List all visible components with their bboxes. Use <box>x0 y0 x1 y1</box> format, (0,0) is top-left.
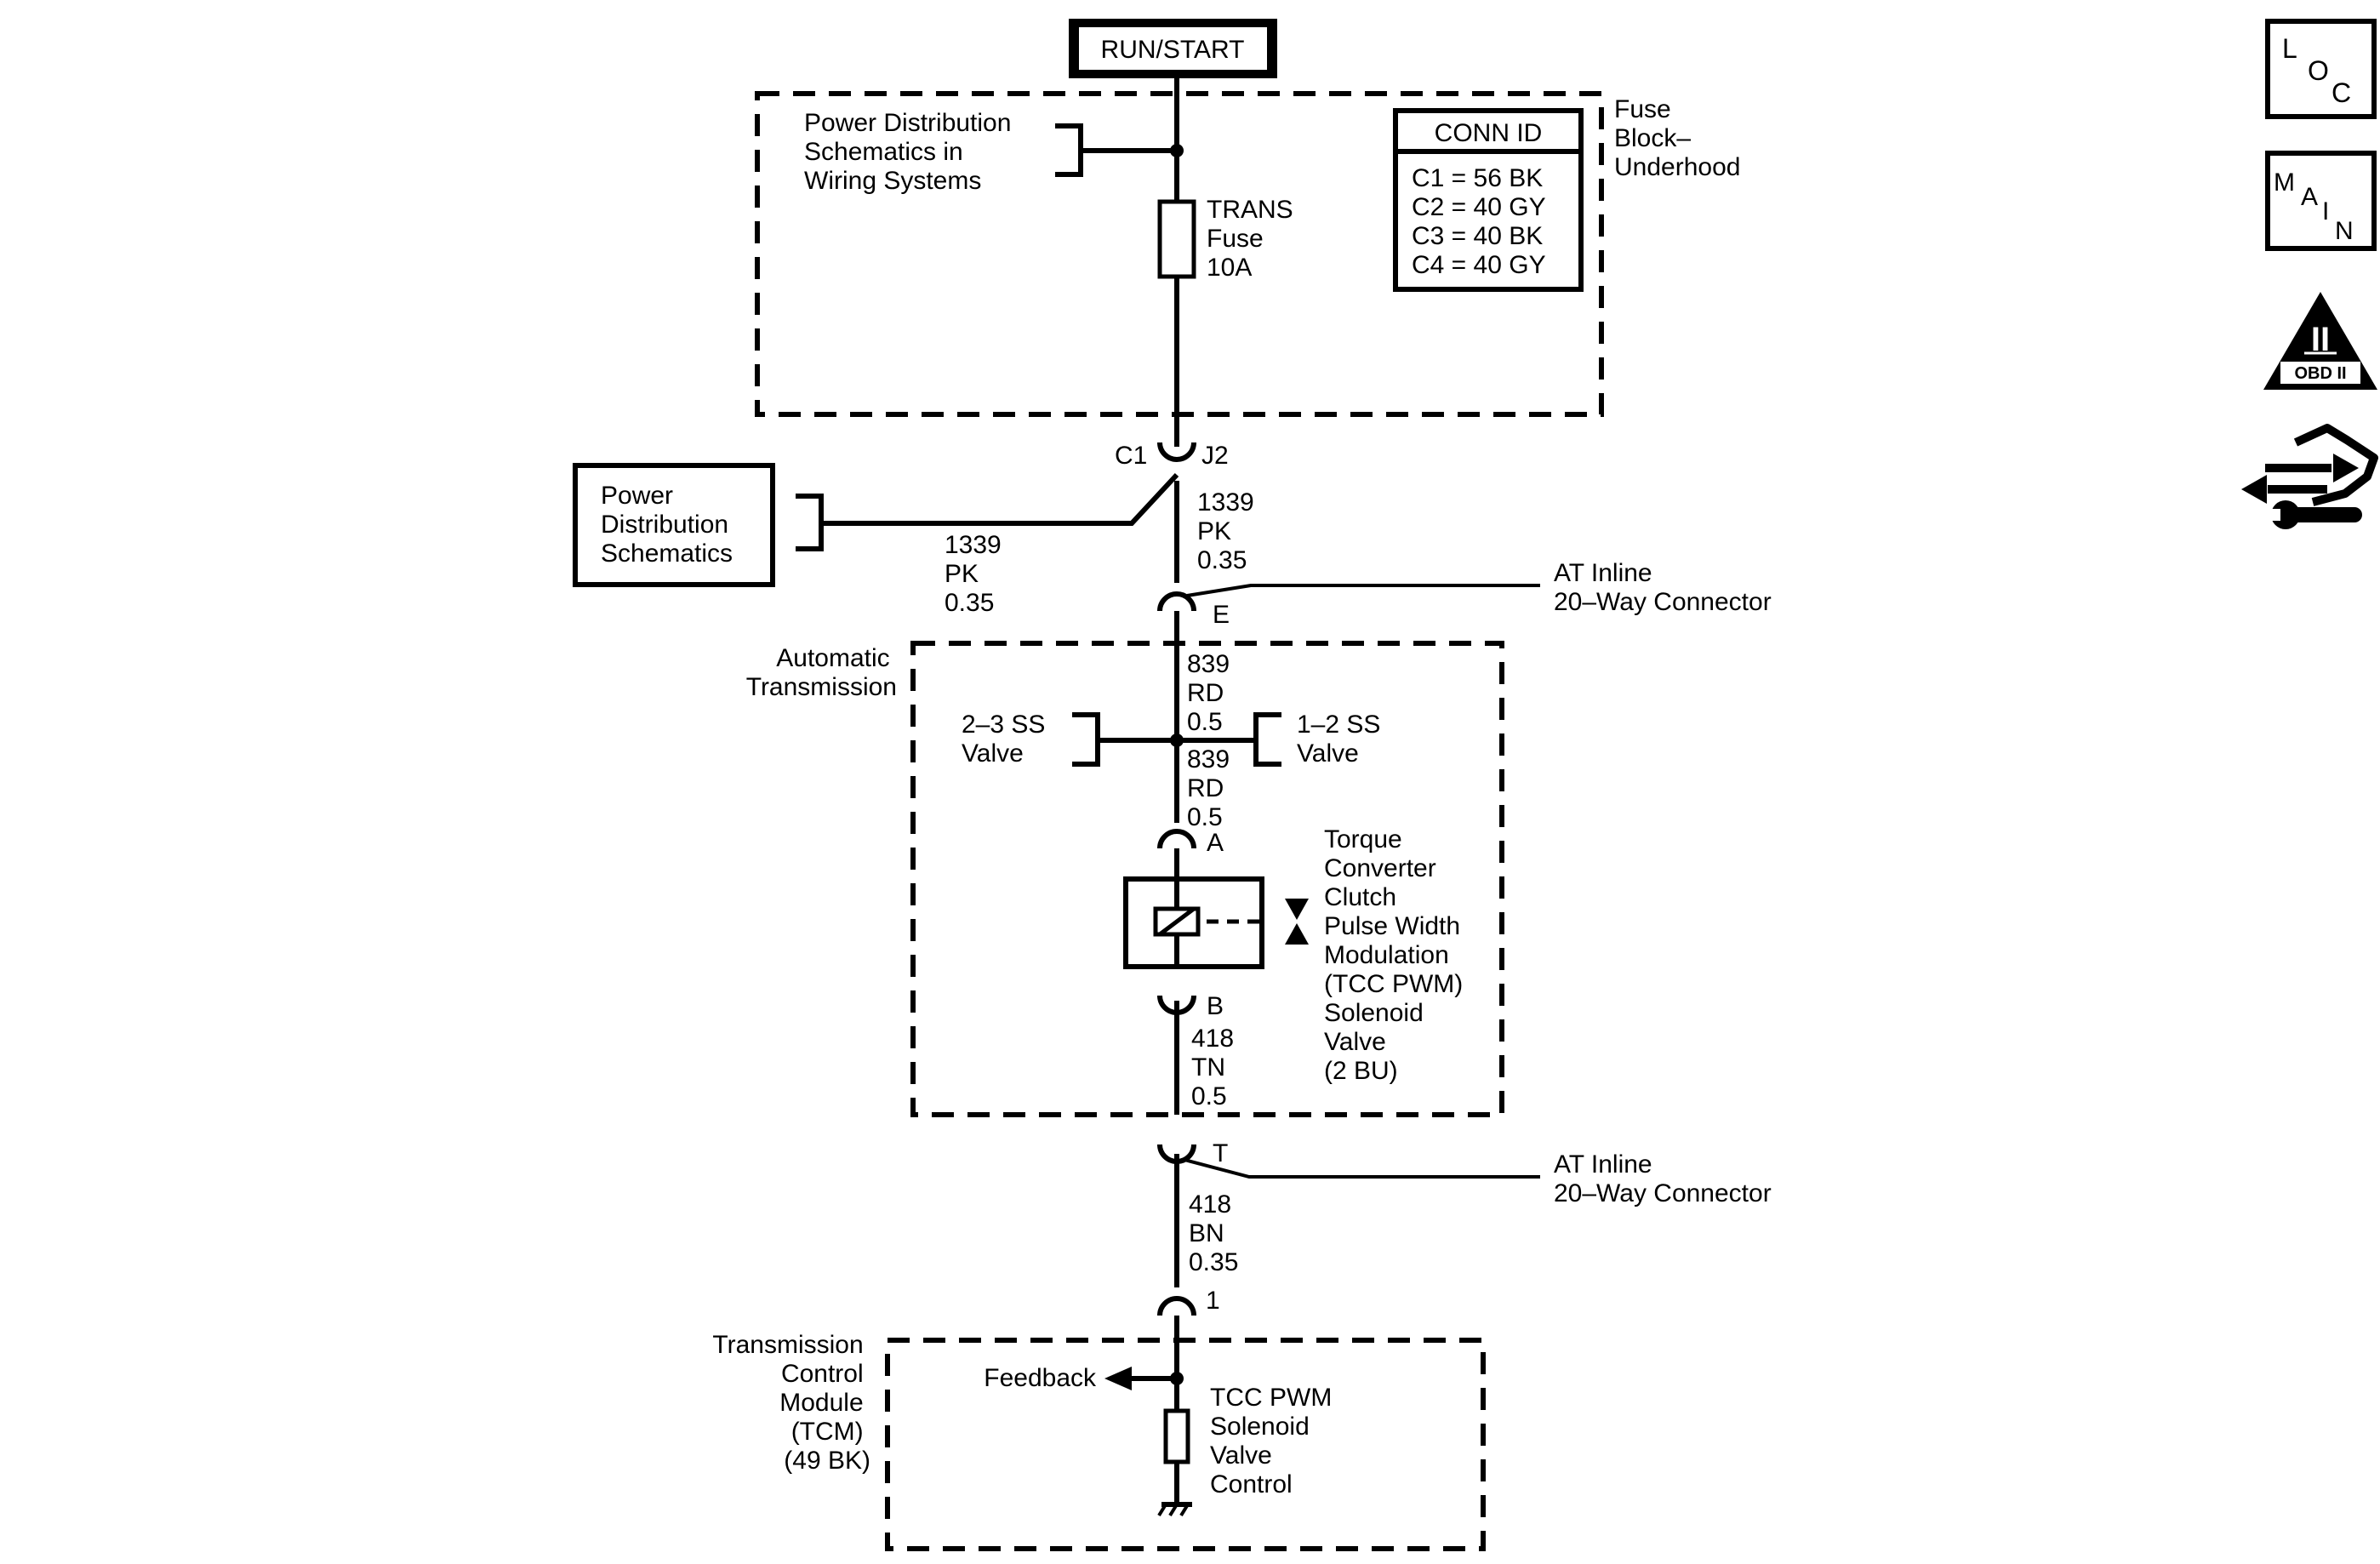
ground-icon <box>1157 1502 1192 1517</box>
connector-j2-label: J2 <box>1201 442 1229 470</box>
inline-connector-bottom-pin: T <box>1213 1139 1228 1167</box>
branch-wire-1339 <box>821 472 1179 526</box>
wire-839-upper-label: 839 RD 0.5 <box>1187 650 1236 736</box>
svg-text:I: I <box>2322 197 2329 225</box>
conn-id-row: C3 = 40 BK <box>1412 222 1543 250</box>
solenoid-connector-b <box>1157 995 1196 1015</box>
ss-valve-right-bracket <box>1253 712 1281 767</box>
conn-id-row: C1 = 56 BK <box>1412 164 1543 192</box>
solenoid-pin-b: B <box>1207 992 1224 1020</box>
inline-connector-e <box>1157 591 1196 612</box>
inline-connector-top-pin: E <box>1213 601 1230 629</box>
pd-schematics-reference: Power Distribution Schematics in Wiring … <box>804 109 1019 195</box>
obd-ii-icon-button[interactable]: II OBD II <box>2263 292 2377 390</box>
tcm-control-label: TCC PWM Solenoid Valve Control <box>1210 1384 1339 1498</box>
svg-text:II: II <box>2311 321 2330 358</box>
splice-dot <box>1170 144 1184 157</box>
solenoid-connector-a <box>1157 829 1196 849</box>
svg-text:M: M <box>2274 168 2295 197</box>
conn-id-row: C2 = 40 GY <box>1412 193 1546 221</box>
feedback-arrow-icon <box>1104 1367 1132 1390</box>
svg-text:O: O <box>2308 55 2329 86</box>
tcm-name: Transmission Control Module (TCM) (49 BK… <box>712 1331 870 1475</box>
ss-valve-left-bracket <box>1072 712 1100 767</box>
splice-dot <box>1170 733 1184 747</box>
tcm-outline <box>885 1338 1486 1551</box>
automatic-transmission-outline <box>910 641 1504 1117</box>
fuse-block-outline <box>755 91 1604 417</box>
inline-connector-bottom-leader <box>1184 1158 1540 1179</box>
svg-text:OBD II: OBD II <box>2294 364 2346 383</box>
main-icon-button[interactable]: M A I N <box>2265 151 2377 251</box>
inline-connector-t <box>1157 1144 1196 1164</box>
conn-id-row: C4 = 40 GY <box>1412 251 1546 279</box>
inline-connector-bottom-label: AT Inline 20–Way Connector <box>1554 1150 1772 1207</box>
pd-reference-bracket <box>1055 123 1083 177</box>
svg-text:C: C <box>2331 77 2351 108</box>
tcc-pwm-solenoid-symbol <box>1123 876 1309 969</box>
fuse-block-name: Fuse Block– Underhood <box>1614 95 1740 181</box>
ss-valve-1-2-label: 1–2 SS Valve <box>1297 711 1388 768</box>
feedback-label: Feedback <box>984 1364 1097 1392</box>
trans-fuse-symbol <box>1157 199 1196 279</box>
wire-418-bn-label: 418 BN 0.35 <box>1189 1190 1238 1276</box>
ss-valve-2-3-label: 2–3 SS Valve <box>962 711 1053 768</box>
tcm-resistor-symbol <box>1163 1408 1190 1464</box>
tcm-connector <box>1157 1296 1196 1316</box>
wire-839-lower-label: 839 RD 0.5 <box>1187 745 1236 831</box>
loc-icon-button[interactable]: L O C <box>2265 19 2377 119</box>
svg-text:N: N <box>2335 217 2354 245</box>
trans-fuse-label: TRANS Fuse 10A <box>1207 196 1300 282</box>
svg-text:L: L <box>2282 33 2297 64</box>
pd-schematics-box: Power Distribution Schematics <box>573 463 775 587</box>
run-start-box: RUN/START <box>1069 19 1277 78</box>
inline-connector-top-label: AT Inline 20–Way Connector <box>1554 559 1772 616</box>
wire-1339-main-label: 1339 PK 0.35 <box>1197 488 1261 574</box>
inline-connector-top-leader <box>1186 584 1540 597</box>
pd-box-bracket <box>796 494 824 551</box>
wrench-arrows-icon[interactable] <box>2241 424 2378 529</box>
tcm-pin-label: 1 <box>1206 1287 1220 1315</box>
run-start-label: RUN/START <box>1101 36 1245 64</box>
tcc-pwm-solenoid-label: Torque Converter Clutch Pulse Width Modu… <box>1324 825 1470 1085</box>
svg-text:A: A <box>2301 183 2318 211</box>
automatic-transmission-name: Automatic Transmission <box>746 644 897 701</box>
connector-c1-label: C1 <box>1115 442 1147 470</box>
svg-text:Power Distribution: Power Distribution Schematics <box>601 482 735 568</box>
conn-id-title: CONN ID <box>1435 119 1543 147</box>
solenoid-pin-a: A <box>1207 829 1224 857</box>
conn-id-table: CONN ID C1 = 56 BK C2 = 40 GY C3 = 40 BK… <box>1393 108 1584 292</box>
wire-418-tn-label: 418 TN 0.5 <box>1191 1025 1241 1110</box>
connector-c1 <box>1157 442 1196 462</box>
wire-1339-branch-label: 1339 PK 0.35 <box>945 531 1008 617</box>
